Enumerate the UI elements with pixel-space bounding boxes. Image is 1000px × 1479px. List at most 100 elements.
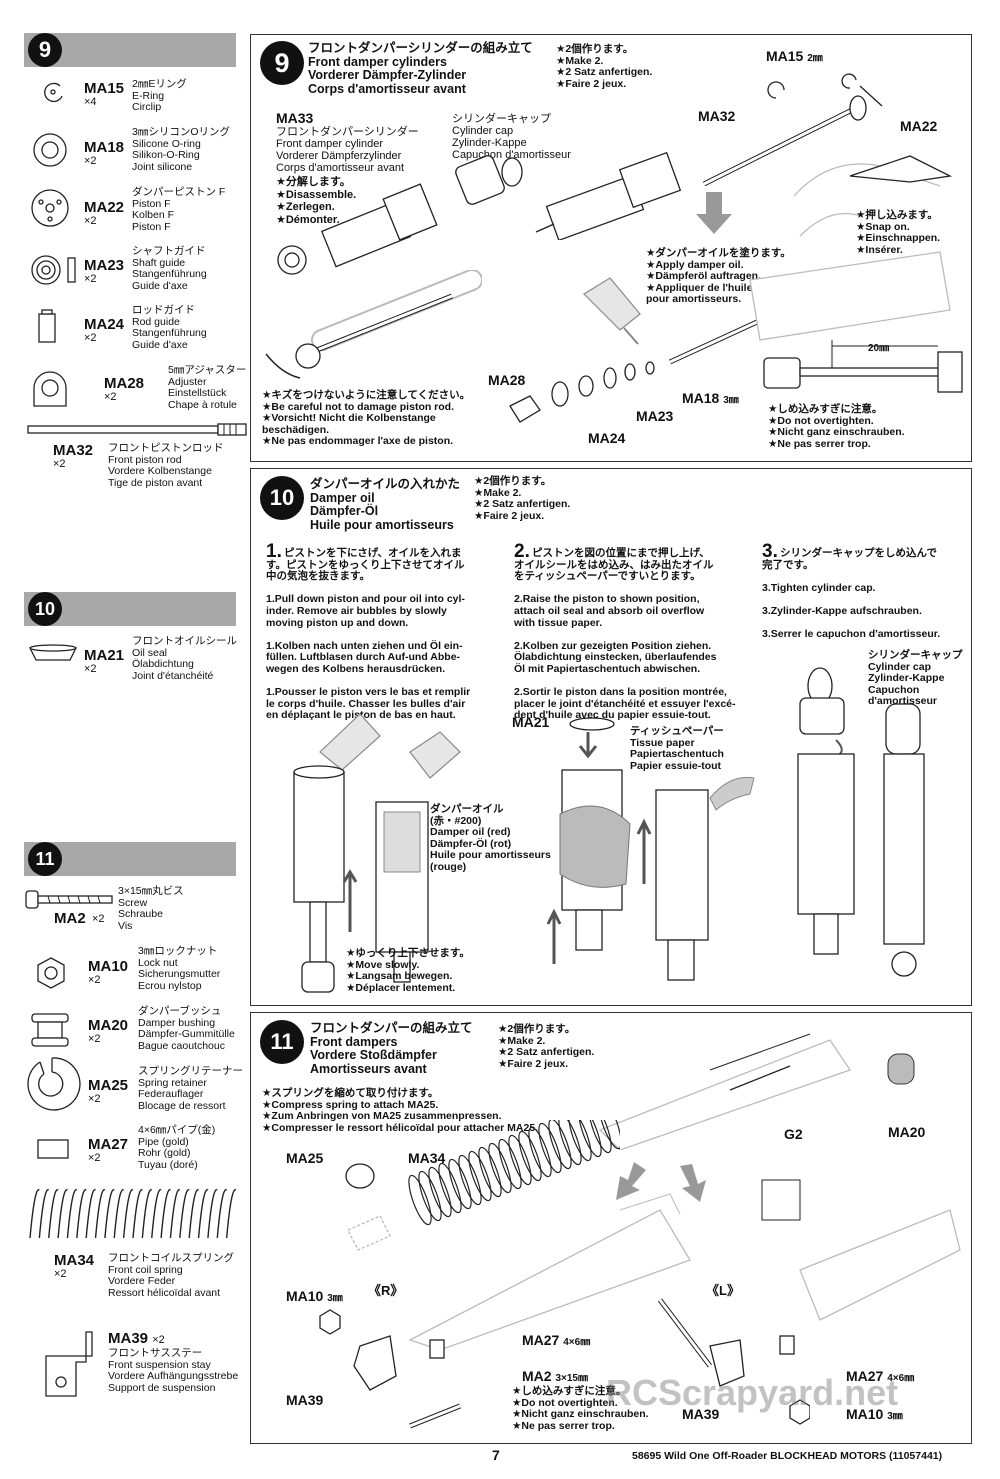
step11-number: 11: [260, 1020, 304, 1064]
part-desc: ダンパーピストン F Piston F Kolben F Piston F: [132, 186, 226, 233]
part-qty: ×2: [88, 1093, 101, 1105]
step10-title: ダンパーオイルの入れかた Damper oil Dämpfer-Öl Huile…: [310, 477, 461, 532]
step11-overtighten-note: ★しめ込みすぎに注意。 ★Do not overtighten. ★Nicht …: [512, 1385, 649, 1432]
part-qty: ×2: [54, 1268, 67, 1280]
step9-make-note: ★2個作ります。 ★Make 2. ★2 Satz anfertigen. ★F…: [556, 43, 653, 90]
piston-rod-icon: [27, 423, 247, 436]
step10-tissue-label: ティッシュペーパー Tissue paper Papiertaschentuch…: [630, 725, 724, 772]
part-desc: 4×6㎜パイプ(金) Pipe (gold) Rohr (gold) Tuyau…: [138, 1124, 216, 1171]
pipe-icon: [37, 1139, 69, 1159]
step9-ma15-label: MA15 2㎜: [766, 48, 823, 64]
ma18-size: 3㎜: [723, 395, 739, 406]
rod-parts-exploded-drawing: [509, 313, 772, 423]
spring-retainer-drawing: [345, 1163, 391, 1251]
ma27-size: 4×6㎜: [887, 1373, 915, 1384]
part-desc: フロントサスステー Front suspension stay Vordere …: [108, 1347, 239, 1394]
step9-title: フロントダンパーシリンダーの組み立て Front damper cylinder…: [308, 41, 533, 96]
part-desc: 2㎜Eリング E-Ring Circlip: [132, 78, 187, 113]
step10-substep3-text: シリンダーキャップをしめ込んで 完了です。 3.Tighten cylinder…: [762, 547, 941, 641]
step10-substep2-text: ピストンを図の位置にまで押し上げ、 オイルシールをはめ込み、はみ出たオイル をテ…: [514, 547, 736, 722]
step11-g2-label: G2: [784, 1126, 803, 1142]
step9-number: 9: [260, 41, 304, 85]
step10-substep3-number: 3.: [762, 541, 778, 562]
part-code-ma10: MA10: [88, 958, 129, 975]
step11-spring-note: ★スプリングを縮めて取り付けます。 ★Compress spring to at…: [262, 1087, 539, 1134]
part-qty: ×2: [88, 1033, 101, 1045]
part-code-ma2: MA2: [54, 910, 86, 927]
step10-substep1-number: 1.: [266, 541, 282, 562]
part-qty: ×2: [104, 391, 117, 403]
step9-careful-note: ★キズをつけないように注意してください。 ★Be careful not to …: [262, 389, 471, 447]
sidebar-step9-number: 9: [28, 33, 62, 67]
ma10-code: MA10: [846, 1406, 884, 1422]
lock-nut-icon: [37, 957, 65, 989]
part-desc: 5㎜アジャスター Adjuster Einstellstück Chape à …: [168, 364, 247, 411]
rod-in-jig-drawing: [265, 270, 482, 379]
step9-ma18-label: MA18 3㎜: [682, 390, 739, 406]
nut-and-stay-right-drawing: [319, 1309, 461, 1429]
damper-bushing-icon: [31, 1013, 69, 1047]
step9-ma32-label: MA32: [698, 108, 736, 124]
step11-ma27-right-label: MA27 4×6㎜: [522, 1332, 590, 1348]
piston-rod-drawing: [702, 85, 883, 186]
screw-and-stay-left-drawing: [658, 1298, 810, 1425]
part-qty: ×2: [84, 155, 97, 167]
step11-right-label: 《R》: [368, 1283, 404, 1298]
page-number: 7: [492, 1447, 500, 1463]
part-desc: 3㎜ロックナット Lock nut Sicherungsmutter Ecrou…: [138, 945, 221, 992]
ma15-size: 2㎜: [807, 53, 823, 64]
rod-end-measure-drawing: [763, 340, 963, 393]
damper-top-gray-drawing: [598, 1033, 852, 1150]
part-code-ma24: MA24: [84, 316, 125, 333]
part-desc: スプリングリテーナー Spring retainer Federauflager…: [138, 1065, 243, 1112]
down-arrow-icon: [616, 1162, 646, 1200]
step10-oil-label: ダンパーオイル (赤・#200) Damper oil (red) Dämpfe…: [430, 803, 551, 873]
sidebar-step11-number: 11: [28, 842, 62, 876]
step10-number: 10: [260, 476, 304, 520]
step11-ma39-left-label: MA39: [682, 1406, 720, 1422]
step10-make-note: ★2個作ります。 ★Make 2. ★2 Satz anfertigen. ★F…: [474, 475, 571, 522]
ma10-size: 3㎜: [887, 1411, 903, 1422]
ma2-code: MA2: [522, 1368, 552, 1384]
part-qty: ×2: [84, 273, 97, 285]
shaft-guide-icon: [31, 255, 76, 285]
part-code-ma25: MA25: [88, 1077, 129, 1094]
part-qty: ×2: [88, 1152, 101, 1164]
step10-substep2-number: 2.: [514, 541, 530, 562]
step9-ma23-label: MA23: [636, 408, 674, 424]
step11-ma39-right-label: MA39: [286, 1392, 324, 1408]
step11-title: フロントダンパーの組み立て Front dampers Vordere Stoß…: [310, 1021, 473, 1076]
step9-ma22-label: MA22: [900, 118, 938, 134]
step9-ma24-label: MA24: [588, 430, 626, 446]
piston-icon: [31, 189, 69, 227]
screw-icon: [25, 890, 113, 909]
down-arrow-icon: [696, 192, 732, 234]
step10-substep1-text: ピストンを下にさげ、オイルを入れま す。ピストンをゆっくり上下させてオイル 中の…: [266, 547, 471, 722]
ma18-code: MA18: [682, 390, 720, 406]
part-desc: シャフトガイド Shaft guide Stangenführung Guide…: [132, 245, 207, 292]
part-code-ma18: MA18: [84, 139, 125, 156]
cylinder-body-gray-drawing: [749, 251, 951, 341]
part-desc: フロントコイルスプリング Front coil spring Vordere F…: [108, 1252, 234, 1299]
rod-guide-icon: [38, 309, 56, 343]
part-code-ma39: MA39 ×2: [108, 1330, 165, 1347]
ma27-code: MA27: [846, 1368, 884, 1384]
circlip-drawing: [767, 73, 857, 99]
part-code-ma23: MA23: [84, 257, 125, 274]
step10-cap-label: シリンダーキャップ Cylinder cap Zylinder-Kappe Ca…: [868, 649, 963, 707]
step9-overtighten-note: ★しめ込みすぎに注意。 ★Do not overtighten. ★Nicht …: [768, 403, 905, 450]
part-qty: ×2: [84, 663, 97, 675]
o-ring-icon: [33, 133, 67, 167]
part-qty: ×2: [152, 1334, 165, 1346]
part-qty: ×2: [84, 215, 97, 227]
step9-oil-note: ★ダンパーオイルを塗ります。 ★Apply damper oil. ★Dämpf…: [646, 247, 791, 305]
part-code-ma27: MA27: [88, 1136, 129, 1153]
damper-left-gray-drawing: [761, 1179, 961, 1321]
part-code-ma21: MA21: [84, 647, 125, 664]
ma27-code: MA27: [522, 1332, 560, 1348]
part-qty: ×2: [53, 458, 66, 470]
watermark: RCScrapyard.net: [606, 1372, 899, 1413]
part-code-ma28: MA28: [104, 375, 145, 392]
footer-title: 58695 Wild One Off-Roader BLOCKHEAD MOTO…: [632, 1450, 943, 1462]
oil-seal-icon: [28, 644, 78, 661]
